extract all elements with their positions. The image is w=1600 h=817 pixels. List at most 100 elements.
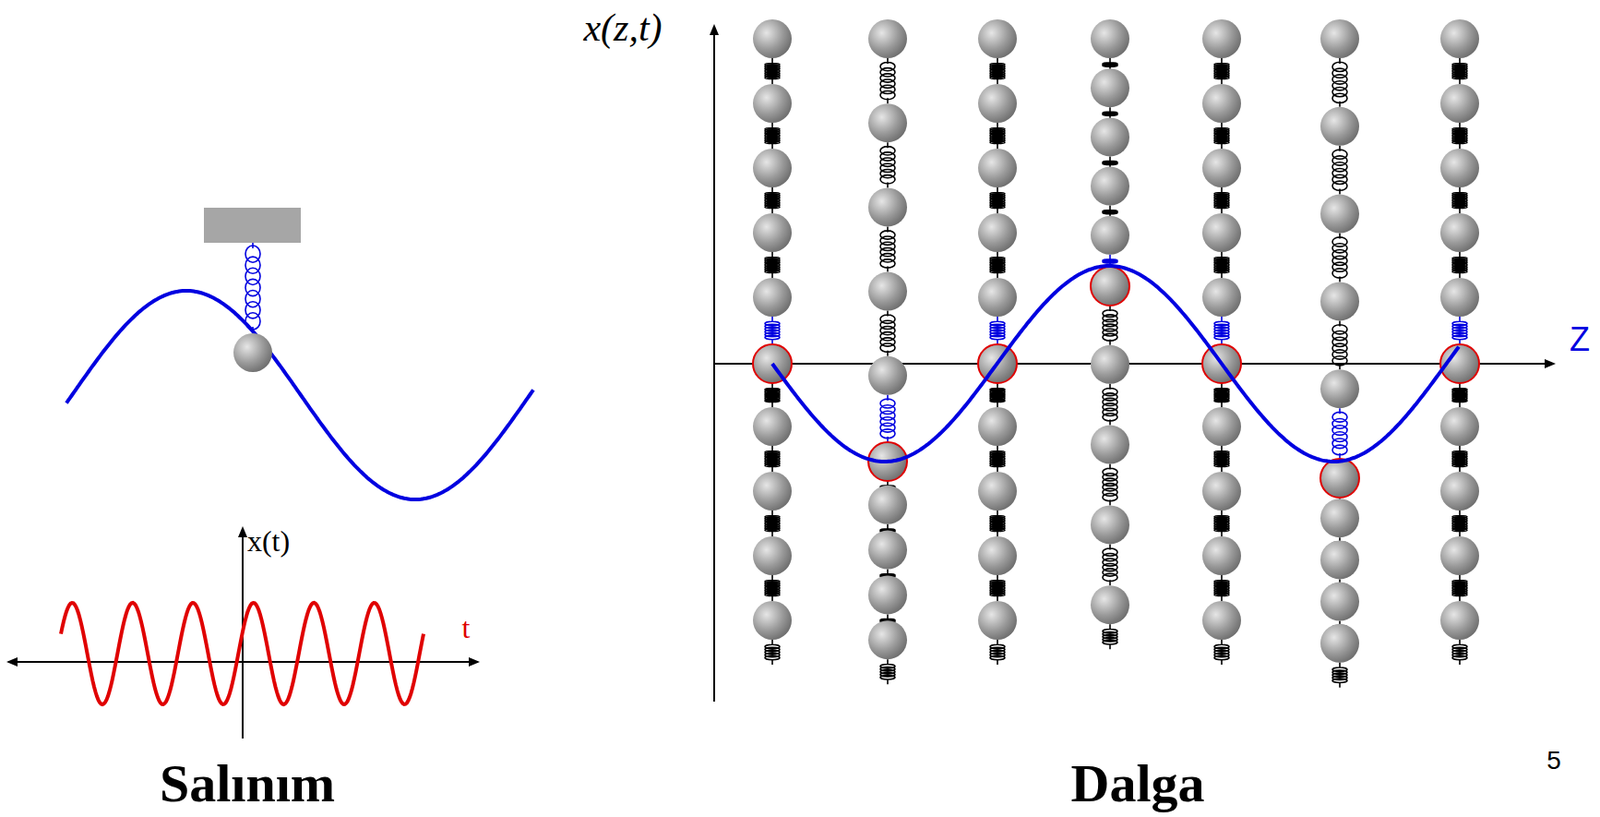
spring-coil bbox=[1214, 382, 1230, 407]
mass-ball bbox=[1202, 406, 1242, 446]
spring-coil bbox=[764, 58, 780, 84]
mass-ball bbox=[1090, 585, 1130, 624]
axis-label: x(t) bbox=[247, 524, 290, 559]
mass-ball bbox=[1320, 582, 1360, 621]
mass-ball bbox=[978, 406, 1017, 446]
spring-coil bbox=[880, 658, 896, 684]
mass-ball bbox=[1440, 600, 1480, 640]
spring-coil bbox=[1452, 510, 1468, 537]
panel-title: Dalga bbox=[1071, 752, 1206, 814]
mass-ball bbox=[752, 406, 792, 446]
spring-coil bbox=[1214, 316, 1230, 345]
mass-ball bbox=[752, 600, 792, 640]
spring-coil bbox=[764, 122, 780, 149]
mass-ball bbox=[1202, 83, 1242, 123]
mass-ball bbox=[1090, 19, 1130, 59]
mass-ball bbox=[1440, 148, 1480, 188]
spring-coil bbox=[1102, 305, 1118, 346]
spring-coil bbox=[990, 251, 1005, 278]
spring-coil bbox=[764, 187, 780, 214]
mass-ball bbox=[978, 19, 1017, 59]
spring-coil bbox=[1214, 187, 1230, 214]
spring-coil bbox=[990, 382, 1005, 407]
mass-ball bbox=[978, 83, 1017, 123]
spring-coil bbox=[990, 316, 1005, 345]
wave-curve bbox=[772, 265, 1459, 462]
mass-ball bbox=[868, 530, 908, 570]
mass-ball bbox=[868, 574, 908, 614]
spring-coil bbox=[1214, 251, 1230, 278]
page-number: 5 bbox=[1546, 745, 1562, 776]
highlighted-mass bbox=[1320, 458, 1360, 498]
mass-ball bbox=[978, 148, 1017, 188]
t-axis-left bbox=[8, 660, 243, 663]
spring-coil bbox=[764, 445, 780, 472]
spring-coil bbox=[1452, 316, 1468, 345]
spring-coil bbox=[1452, 251, 1468, 278]
mass-ball bbox=[1440, 213, 1480, 252]
support-block bbox=[203, 207, 301, 243]
mass-ball bbox=[1320, 623, 1360, 663]
mass-ball bbox=[868, 485, 908, 525]
trajectory-curve bbox=[66, 290, 534, 500]
spring-coil bbox=[990, 122, 1005, 149]
axis-label: t bbox=[462, 610, 471, 645]
mass-ball bbox=[1440, 19, 1480, 59]
mass-ball bbox=[1202, 536, 1242, 575]
mass-ball bbox=[1090, 167, 1130, 206]
mass-ball bbox=[868, 187, 908, 227]
spring-coil bbox=[1332, 662, 1348, 688]
spring-coil bbox=[1332, 145, 1348, 195]
axis-label: x(z,t) bbox=[583, 5, 662, 50]
mass-ball bbox=[752, 19, 792, 59]
mass-ball bbox=[752, 471, 792, 511]
mass-ball bbox=[1440, 471, 1480, 511]
spring-coil bbox=[1452, 58, 1468, 84]
spring-coil bbox=[764, 510, 780, 537]
spring-coil bbox=[880, 58, 896, 104]
spring-coil bbox=[764, 251, 780, 278]
spring-coil bbox=[880, 394, 896, 442]
mass-ball bbox=[1320, 498, 1360, 538]
mass-ball bbox=[1090, 425, 1130, 465]
mass-ball bbox=[1320, 19, 1360, 59]
spring-coil bbox=[1102, 623, 1118, 649]
mass-ball bbox=[978, 536, 1017, 575]
mass-ball bbox=[752, 148, 792, 188]
mass-ball bbox=[868, 103, 908, 143]
panel-title: Salınım bbox=[159, 752, 335, 814]
axis-label: Z bbox=[1569, 320, 1590, 359]
spring-coil bbox=[1214, 510, 1230, 537]
z-axis bbox=[714, 362, 1554, 365]
mass-ball bbox=[978, 277, 1017, 317]
spring-coil bbox=[990, 510, 1005, 537]
spring-coil bbox=[1452, 574, 1468, 601]
mass-ball bbox=[978, 600, 1017, 640]
mass-ball bbox=[978, 213, 1017, 252]
spring-coil bbox=[990, 445, 1005, 472]
spring-coil bbox=[764, 382, 780, 407]
mass-ball bbox=[1440, 536, 1480, 575]
mass-ball bbox=[1202, 600, 1242, 640]
spring-coil bbox=[880, 310, 896, 357]
mass-ball bbox=[752, 83, 792, 123]
spring-coil bbox=[1332, 320, 1348, 370]
mass-ball bbox=[868, 272, 908, 311]
mass-ball bbox=[1202, 19, 1242, 59]
spring-coil bbox=[990, 574, 1005, 601]
mass-ball bbox=[978, 471, 1017, 511]
mass-ball bbox=[1320, 539, 1360, 579]
spring-coil bbox=[1102, 543, 1118, 586]
spring-coil bbox=[764, 316, 780, 345]
spring-coil bbox=[245, 242, 261, 333]
spring-coil bbox=[1452, 122, 1468, 149]
mass-ball bbox=[752, 536, 792, 575]
mass-ball bbox=[1202, 213, 1242, 252]
spring-coil bbox=[1214, 574, 1230, 601]
mass-ball bbox=[1320, 369, 1360, 408]
spring-coil bbox=[1102, 464, 1118, 506]
mass-ball bbox=[1320, 281, 1360, 321]
mass-ball bbox=[1090, 117, 1130, 156]
mass-ball bbox=[1320, 194, 1360, 234]
